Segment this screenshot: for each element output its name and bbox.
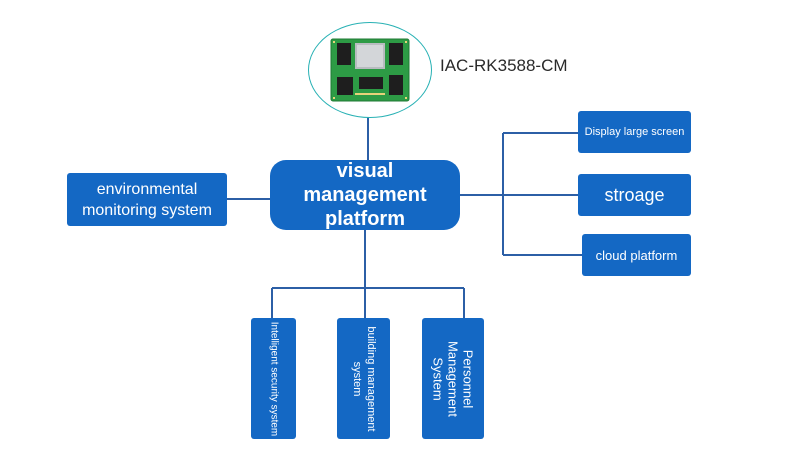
right-node-label: stroage — [604, 184, 665, 205]
right-node-storage: stroage — [578, 174, 691, 216]
right-node-label: Display large screen — [584, 126, 685, 138]
right-node-cloud: cloud platform — [582, 234, 691, 276]
center-node: visual management platform — [270, 160, 460, 230]
circuit-board-icon — [330, 38, 410, 102]
left-node: environmental monitoring system — [67, 173, 227, 226]
left-node-label: environmental monitoring system — [82, 180, 212, 219]
bottom-node-security: Intelligent security system — [251, 318, 296, 439]
bottom-node-label: Personnel Management System — [430, 340, 476, 417]
bottom-node-personnel: Personnel Management System — [422, 318, 484, 439]
bottom-node-building: building management system — [337, 318, 390, 439]
center-node-label: visual management platform — [303, 160, 427, 230]
right-node-display: Display large screen — [578, 111, 691, 153]
right-node-label: cloud platform — [595, 247, 678, 263]
bottom-node-label: Intelligent security system — [268, 321, 279, 436]
bottom-node-label: building management system — [350, 325, 377, 432]
module-label: IAC-RK3588-CM — [440, 56, 568, 75]
module-image — [308, 22, 432, 118]
